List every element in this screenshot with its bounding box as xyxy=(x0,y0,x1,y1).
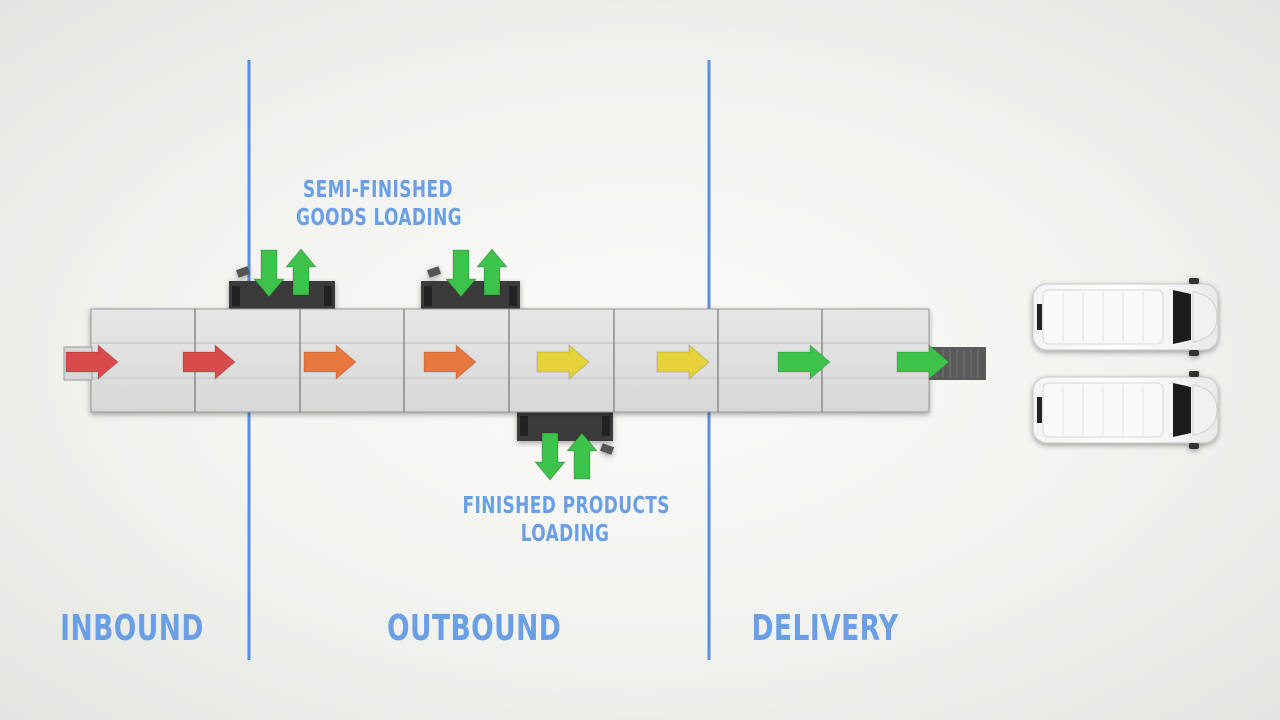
zone-label-inbound: INBOUND xyxy=(60,608,204,649)
finished-products-station xyxy=(517,412,615,455)
flow-arrow-6-yellow xyxy=(656,343,710,381)
arrow-up-icon xyxy=(565,432,599,480)
flow-arrow-7-green xyxy=(777,343,831,381)
semi-finished-label-line1: SEMI-FINISHED xyxy=(303,177,453,203)
finished-products-label-line2: LOADING xyxy=(520,521,610,547)
vans xyxy=(1032,278,1219,449)
arrow-down-icon xyxy=(252,249,286,298)
zone-label-outbound: OUTBOUND xyxy=(387,608,562,649)
arrow-up-icon xyxy=(475,248,509,296)
flow-arrow-8-green xyxy=(896,343,950,381)
flow-arrow-5-yellow xyxy=(536,343,590,381)
flow-arrow-4-orange xyxy=(423,343,477,381)
arrow-down-icon xyxy=(444,249,478,298)
flow-arrows xyxy=(65,343,950,381)
semi-finished-label-line2: GOODS LOADING xyxy=(296,205,463,231)
flow-arrow-2-red xyxy=(182,343,236,381)
semi-finished-label: SEMI-FINISHED GOODS LOADING xyxy=(296,176,463,232)
van-icon xyxy=(1032,371,1219,449)
zone-label-delivery: DELIVERY xyxy=(751,608,899,649)
flow-arrow-3-orange xyxy=(303,343,357,381)
van-icon xyxy=(1032,278,1219,356)
loading-arrows xyxy=(252,248,599,481)
finished-products-label-line1: FINISHED PRODUCTS xyxy=(462,493,670,519)
arrow-up-icon xyxy=(284,248,318,296)
arrow-down-icon xyxy=(533,432,567,481)
semi-finished-station-2 xyxy=(421,266,520,310)
semi-finished-station-1 xyxy=(229,266,335,310)
finished-products-label: FINISHED PRODUCTS LOADING xyxy=(462,492,670,548)
flow-arrow-1-red xyxy=(65,343,119,381)
